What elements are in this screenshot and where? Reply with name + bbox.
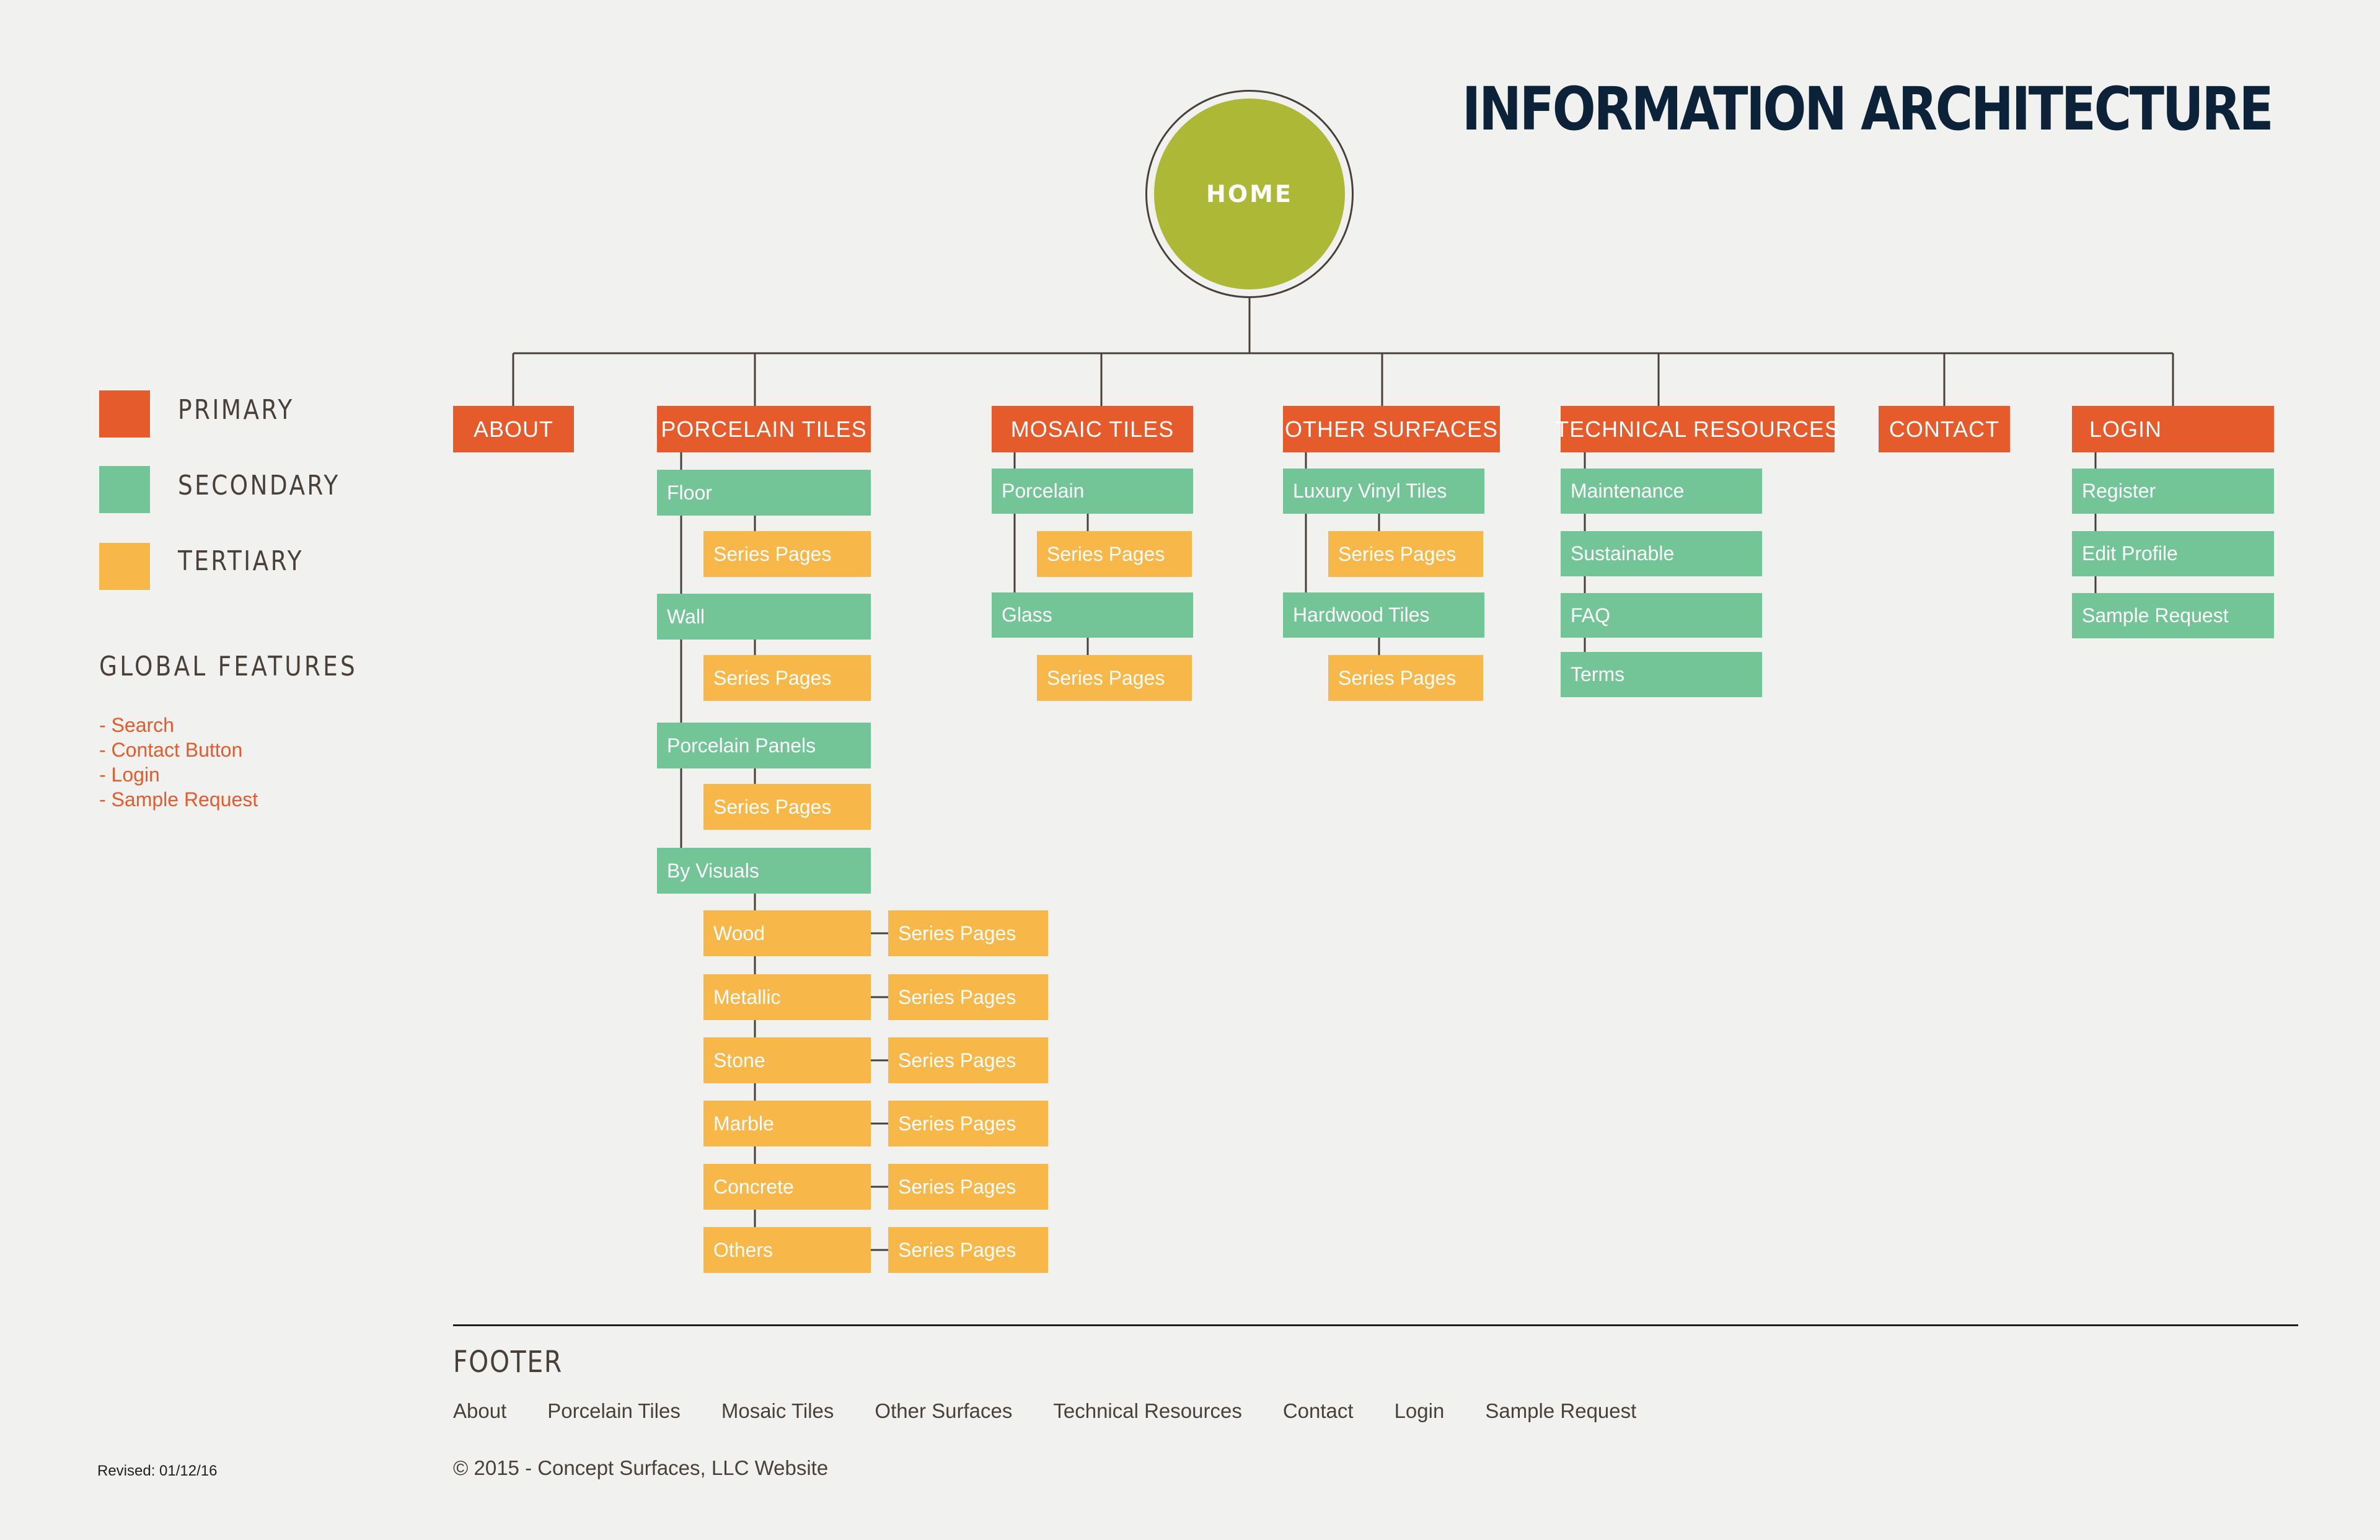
footer-link-porcelain-tiles[interactable]: Porcelain Tiles (547, 1399, 681, 1422)
footer-title: FOOTER (453, 1345, 563, 1379)
node-visual-concrete-series[interactable]: Series Pages (888, 1164, 1048, 1210)
legend-secondary-label: SECONDARY (178, 470, 340, 501)
node-visual-others[interactable]: Others (703, 1227, 871, 1273)
legend-secondary-swatch (99, 466, 150, 513)
node-by-visuals[interactable]: By Visuals (657, 848, 871, 894)
node-floor-series-pages[interactable]: Series Pages (703, 531, 871, 577)
footer-link-contact[interactable]: Contact (1282, 1399, 1354, 1422)
page-title: INFORMATION ARCHITECTURE (1461, 74, 2273, 144)
node-mosaic-glass[interactable]: Glass (992, 592, 1193, 638)
node-mosaic-glass-series[interactable]: Series Pages (1037, 655, 1192, 701)
node-maintenance[interactable]: Maintenance (1561, 469, 1762, 514)
footer-link-mosaic-tiles[interactable]: Mosaic Tiles (721, 1399, 834, 1422)
node-visual-wood-series[interactable]: Series Pages (888, 910, 1048, 956)
legend-tertiary-swatch (99, 543, 150, 590)
revised-date: Revised: 01/12/16 (97, 1463, 218, 1479)
node-sustainable[interactable]: Sustainable (1561, 531, 1762, 576)
node-about[interactable]: ABOUT (453, 406, 574, 452)
footer-links: About Porcelain Tiles Mosaic Tiles Other… (453, 1399, 1677, 1423)
node-wall-series-pages[interactable]: Series Pages (703, 655, 871, 701)
node-sample-request[interactable]: Sample Request (2072, 593, 2274, 638)
global-features-title: GLOBAL FEATURES (99, 651, 358, 682)
node-visual-stone-series[interactable]: Series Pages (888, 1037, 1048, 1083)
node-panels-series-pages[interactable]: Series Pages (703, 784, 871, 830)
legend-primary-label: PRIMARY (178, 394, 294, 426)
node-visual-others-series[interactable]: Series Pages (888, 1227, 1048, 1273)
node-mosaic-porcelain[interactable]: Porcelain (992, 469, 1193, 514)
node-porcelain-tiles[interactable]: PORCELAIN TILES (657, 406, 871, 452)
global-feature-item: - Search (99, 714, 174, 736)
node-luxury-vinyl-tiles[interactable]: Luxury Vinyl Tiles (1283, 469, 1484, 514)
node-faq[interactable]: FAQ (1561, 593, 1762, 638)
global-feature-item: - Sample Request (99, 788, 258, 811)
node-terms[interactable]: Terms (1561, 652, 1762, 697)
node-register[interactable]: Register (2072, 469, 2274, 514)
footer-link-about[interactable]: About (453, 1399, 507, 1422)
footer-link-other-surfaces[interactable]: Other Surfaces (875, 1399, 1013, 1422)
node-visual-marble-series[interactable]: Series Pages (888, 1101, 1048, 1146)
footer-link-sample-request[interactable]: Sample Request (1485, 1399, 1637, 1422)
node-visual-concrete[interactable]: Concrete (703, 1164, 871, 1210)
global-feature-item: - Login (99, 763, 160, 786)
footer-divider (453, 1324, 2298, 1326)
node-hardwood-series[interactable]: Series Pages (1328, 655, 1483, 701)
node-login[interactable]: LOGIN (2072, 406, 2274, 452)
legend-primary-swatch (99, 390, 150, 438)
copyright-text: © 2015 - Concept Surfaces, LLC Website (453, 1456, 829, 1479)
node-visual-wood[interactable]: Wood (703, 910, 871, 956)
node-lvt-series[interactable]: Series Pages (1328, 531, 1483, 577)
footer-link-login[interactable]: Login (1394, 1399, 1445, 1422)
global-features-list: - Search - Contact Button - Login - Samp… (99, 713, 258, 812)
node-visual-metallic-series[interactable]: Series Pages (888, 974, 1048, 1020)
footer-link-technical-resources[interactable]: Technical Resources (1053, 1399, 1242, 1422)
node-hardwood-tiles[interactable]: Hardwood Tiles (1283, 592, 1484, 638)
global-feature-item: - Contact Button (99, 739, 243, 761)
home-node[interactable]: HOME (1154, 99, 1345, 289)
node-contact[interactable]: CONTACT (1879, 406, 2010, 452)
node-visual-metallic[interactable]: Metallic (703, 974, 871, 1020)
node-edit-profile[interactable]: Edit Profile (2072, 531, 2274, 576)
node-visual-stone[interactable]: Stone (703, 1037, 871, 1083)
node-other-surfaces[interactable]: OTHER SURFACES (1283, 406, 1500, 452)
node-wall[interactable]: Wall (657, 594, 871, 640)
node-technical-resources[interactable]: TECHNICAL RESOURCES (1555, 406, 1840, 452)
node-floor[interactable]: Floor (657, 470, 871, 516)
node-mosaic-porcelain-series[interactable]: Series Pages (1037, 531, 1192, 577)
home-ring (1145, 90, 1354, 298)
node-visual-marble[interactable]: Marble (703, 1101, 871, 1146)
node-porcelain-panels[interactable]: Porcelain Panels (657, 723, 871, 768)
node-mosaic-tiles[interactable]: MOSAIC TILES (992, 406, 1193, 452)
legend-tertiary-label: TERTIARY (178, 545, 304, 577)
